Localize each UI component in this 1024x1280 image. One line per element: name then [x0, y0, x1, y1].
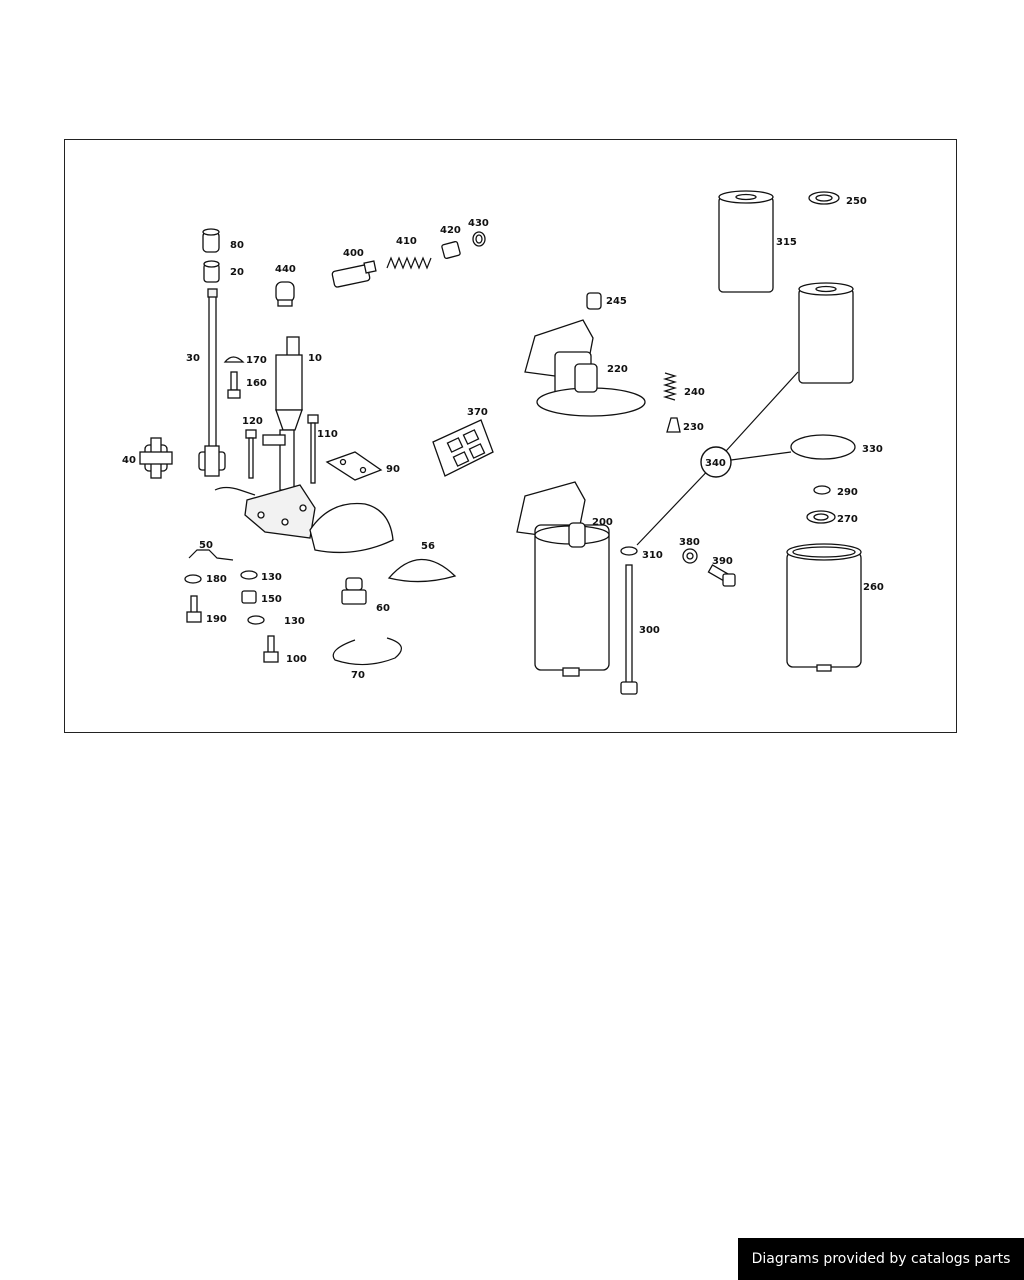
callout-100: 100 — [286, 654, 307, 665]
part-250-seal — [808, 191, 840, 205]
part-120-bolt — [245, 429, 257, 479]
part-380-washer — [682, 548, 698, 564]
part-310-washer — [620, 546, 638, 556]
callout-170: 170 — [246, 355, 267, 366]
part-130-washer-a — [240, 570, 258, 580]
callout-56: 56 — [421, 541, 435, 552]
part-270-seal — [806, 510, 836, 524]
part-60-plug — [341, 577, 367, 605]
part-290-washer — [813, 485, 831, 495]
callout-315: 315 — [776, 237, 797, 248]
part-130-washer-b — [247, 615, 265, 625]
part-190-bolt — [186, 595, 202, 623]
callout-40: 40 — [122, 455, 136, 466]
part-180-washer — [184, 574, 202, 584]
part-410-spring — [386, 256, 432, 270]
part-200-filter-housing — [516, 481, 610, 677]
callout-370: 370 — [467, 407, 488, 418]
callout-270: 270 — [837, 514, 858, 525]
callout-70: 70 — [351, 670, 365, 681]
parts-diagram-frame: 10 20 30 40 50 56 60 70 80 90 100 110 12… — [64, 139, 957, 733]
callout-60: 60 — [376, 603, 390, 614]
part-56-cover — [387, 558, 457, 583]
part-50-clip — [188, 549, 234, 561]
callout-330: 330 — [862, 444, 883, 455]
part-150-nut — [241, 590, 257, 604]
callout-390: 390 — [712, 556, 733, 567]
part-240-spring — [662, 372, 678, 401]
callout-310: 310 — [642, 550, 663, 561]
part-70-snap-ring — [332, 637, 402, 666]
callout-340: 340 — [705, 458, 726, 469]
callout-30: 30 — [186, 353, 200, 364]
callout-420: 420 — [440, 225, 461, 236]
callout-380: 380 — [679, 537, 700, 548]
callout-20: 20 — [230, 267, 244, 278]
part-filter-element-2 — [798, 282, 854, 384]
part-100-bolt — [263, 635, 279, 663]
footer-banner: Diagrams provided by catalogs parts — [738, 1238, 1024, 1280]
part-80-cap — [202, 228, 220, 253]
oil-pump-filter-diagram: 10 20 30 40 50 56 60 70 80 90 100 110 12… — [122, 190, 884, 695]
part-20-bushing — [203, 260, 220, 283]
part-260-filter-bowl — [786, 543, 862, 672]
callout-220: 220 — [607, 364, 628, 375]
callout-260: 260 — [863, 582, 884, 593]
part-230-valve — [666, 417, 681, 433]
footer-text: Diagrams provided by catalogs parts — [751, 1251, 1011, 1267]
part-170-washer — [223, 356, 245, 363]
callout-200: 200 — [592, 517, 613, 528]
callout-110: 110 — [317, 429, 338, 440]
part-110-bolt — [307, 414, 319, 484]
part-370-gasket — [432, 419, 494, 477]
part-245-plug — [586, 292, 602, 310]
part-90-gasket — [325, 451, 383, 481]
part-330-o-ring — [790, 434, 856, 460]
callout-410: 410 — [396, 236, 417, 247]
callout-300: 300 — [639, 625, 660, 636]
callout-130-b: 130 — [284, 616, 305, 627]
callout-430: 430 — [468, 218, 489, 229]
callout-250: 250 — [846, 196, 867, 207]
callout-labels: 10 20 30 40 50 56 60 70 80 90 100 110 12… — [122, 196, 884, 681]
part-440-plug — [275, 281, 295, 307]
callout-130-a: 130 — [261, 572, 282, 583]
callout-180: 180 — [206, 574, 227, 585]
part-400-valve-plug — [331, 260, 377, 288]
part-390-bolt — [707, 564, 736, 587]
callout-240: 240 — [684, 387, 705, 398]
part-40-gear — [139, 437, 173, 479]
callout-80: 80 — [230, 240, 244, 251]
part-220-filter-head — [524, 319, 646, 417]
part-430-ring — [472, 231, 486, 247]
part-30-shaft-gear — [198, 445, 226, 477]
callout-440: 440 — [275, 264, 296, 275]
part-56-strainer-dome — [309, 502, 394, 554]
part-315-filter-element — [718, 190, 774, 293]
part-420-piston — [441, 240, 461, 260]
callout-50: 50 — [199, 540, 213, 551]
part-300-center-bolt — [620, 564, 638, 695]
callout-120: 120 — [242, 416, 263, 427]
part-340-kit-leaders — [636, 371, 799, 546]
part-10-pump-housing — [214, 336, 316, 539]
callout-10: 10 — [308, 353, 322, 364]
callout-230: 230 — [683, 422, 704, 433]
callout-190: 190 — [206, 614, 227, 625]
callout-90: 90 — [386, 464, 400, 475]
callout-400: 400 — [343, 248, 364, 259]
callout-245: 245 — [606, 296, 627, 307]
callout-150: 150 — [261, 594, 282, 605]
callout-160: 160 — [246, 378, 267, 389]
part-160-bolt — [227, 371, 241, 399]
callout-290: 290 — [837, 487, 858, 498]
